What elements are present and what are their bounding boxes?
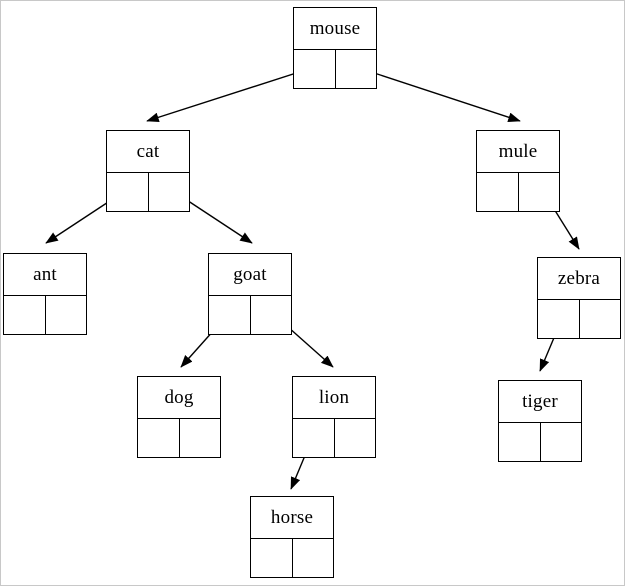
node-pointers-mule <box>477 172 559 211</box>
left-pointer-cell-ant[interactable] <box>4 296 46 334</box>
left-pointer-cell-tiger[interactable] <box>499 423 541 461</box>
right-pointer-cell-mule[interactable] <box>519 173 560 211</box>
node-pointers-dog <box>138 418 220 457</box>
node-pointers-mouse <box>294 49 376 88</box>
node-pointers-goat <box>209 295 291 334</box>
node-pointers-zebra <box>538 299 620 338</box>
node-label-dog: dog <box>164 387 194 408</box>
right-pointer-cell-dog[interactable] <box>180 419 221 457</box>
node-label-cat: cat <box>136 141 160 162</box>
left-pointer-cell-goat[interactable] <box>209 296 251 334</box>
left-pointer-cell-mule[interactable] <box>477 173 519 211</box>
tree-node-mouse[interactable]: mouse <box>293 7 377 89</box>
edge-mouse-to-mule <box>352 65 521 122</box>
left-pointer-cell-zebra[interactable] <box>538 300 580 338</box>
left-pointer-cell-mouse[interactable] <box>294 50 336 88</box>
tree-node-mule[interactable]: mule <box>476 130 560 212</box>
right-pointer-cell-cat[interactable] <box>149 173 190 211</box>
node-pointers-lion <box>293 418 375 457</box>
tree-node-tiger[interactable]: tiger <box>498 380 582 462</box>
tree-node-goat[interactable]: goat <box>208 253 292 335</box>
right-pointer-cell-horse[interactable] <box>293 539 334 577</box>
left-pointer-cell-lion[interactable] <box>293 419 335 457</box>
right-pointer-cell-ant[interactable] <box>46 296 87 334</box>
node-label-zebra: zebra <box>557 268 601 289</box>
left-pointer-cell-cat[interactable] <box>107 173 149 211</box>
tree-node-zebra[interactable]: zebra <box>537 257 621 339</box>
node-label-ant: ant <box>33 264 57 285</box>
node-label-horse: horse <box>270 507 314 528</box>
tree-node-horse[interactable]: horse <box>250 496 334 578</box>
tree-node-ant[interactable]: ant <box>3 253 87 335</box>
tree-node-cat[interactable]: cat <box>106 130 190 212</box>
left-pointer-cell-dog[interactable] <box>138 419 180 457</box>
right-pointer-cell-goat[interactable] <box>251 296 292 334</box>
left-pointer-cell-horse[interactable] <box>251 539 293 577</box>
node-label-mouse: mouse <box>309 18 361 39</box>
tree-node-lion[interactable]: lion <box>292 376 376 458</box>
node-label-goat: goat <box>233 264 267 285</box>
node-label-lion: lion <box>318 387 350 408</box>
node-label-mule: mule <box>498 141 538 162</box>
node-pointers-cat <box>107 172 189 211</box>
tree-node-dog[interactable]: dog <box>137 376 221 458</box>
right-pointer-cell-tiger[interactable] <box>541 423 582 461</box>
right-pointer-cell-mouse[interactable] <box>336 50 377 88</box>
node-pointers-horse <box>251 538 333 577</box>
right-pointer-cell-zebra[interactable] <box>580 300 621 338</box>
right-pointer-cell-lion[interactable] <box>335 419 376 457</box>
node-pointers-ant <box>4 295 86 334</box>
node-pointers-tiger <box>499 422 581 461</box>
node-label-tiger: tiger <box>522 391 558 412</box>
